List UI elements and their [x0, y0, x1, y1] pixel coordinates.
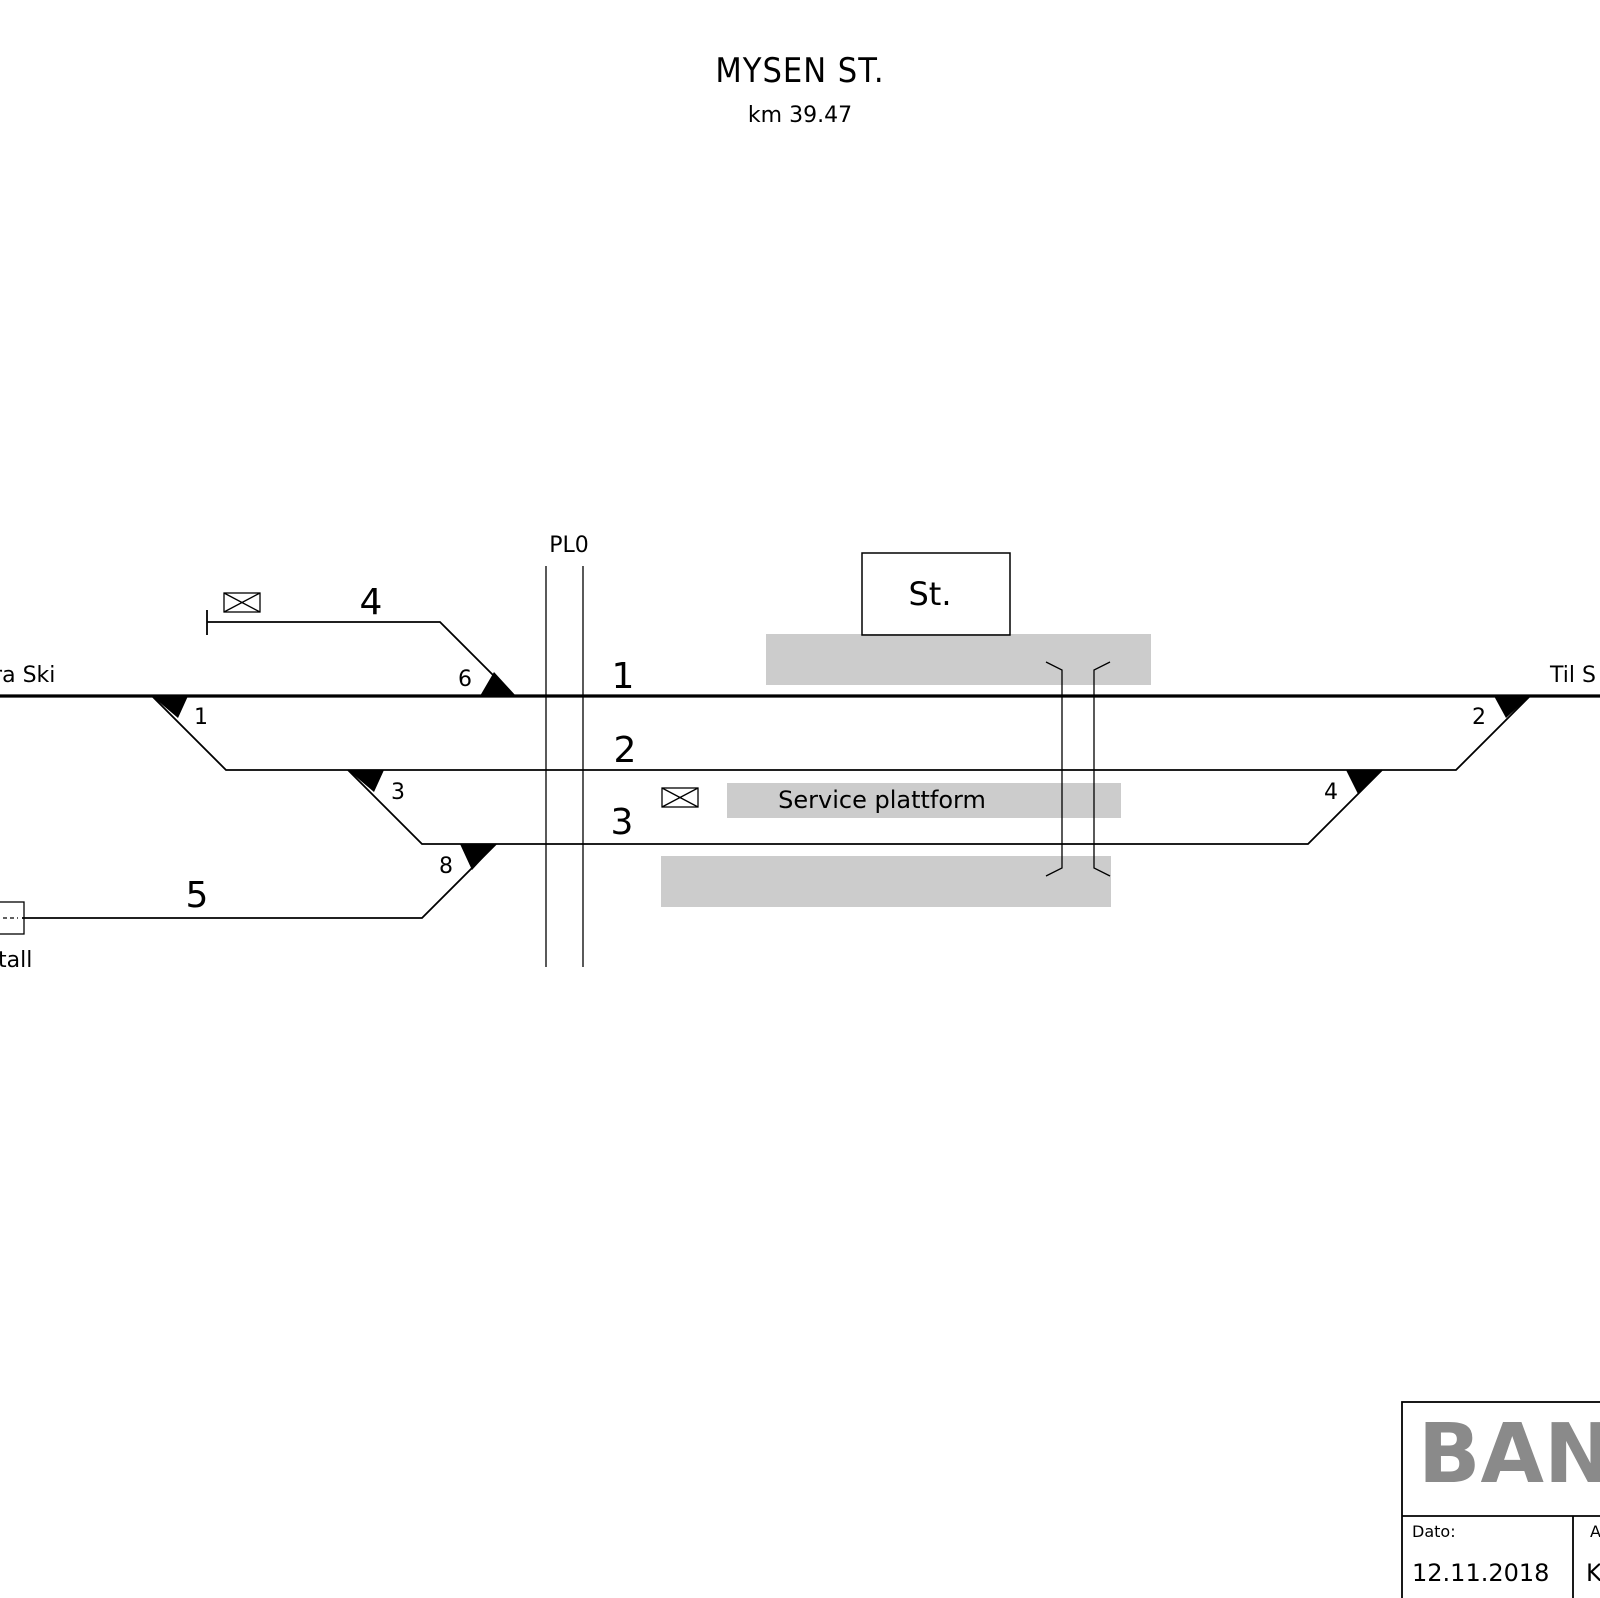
company-logo: BANE — [1418, 1407, 1600, 1502]
signal-box-track-3 — [661, 787, 699, 808]
station-km: km 39.47 — [748, 103, 852, 128]
to-right-label: Til S — [1549, 663, 1596, 688]
switch-8-marker — [460, 844, 496, 870]
platform-upper — [766, 634, 1151, 685]
switch-2-label: 2 — [1472, 705, 1486, 730]
switch-6-label: 6 — [458, 667, 472, 692]
date-label: Dato: — [1412, 1522, 1456, 1541]
switch-3-label: 3 — [391, 780, 405, 805]
switch-1-marker — [152, 696, 188, 718]
platform-service — [727, 783, 1121, 818]
switch-2-marker — [1494, 696, 1530, 718]
switch-6-marker — [480, 672, 516, 696]
switch-1-label: 1 — [194, 705, 208, 730]
platform-lower — [661, 856, 1111, 907]
track-3-label: 3 — [611, 802, 634, 843]
pl0-label: PL0 — [549, 533, 589, 558]
track-1-label: 1 — [612, 656, 635, 697]
stall-label: tall — [0, 948, 32, 973]
date-value: 12.11.2018 — [1412, 1559, 1549, 1587]
track-5-label: 5 — [186, 875, 209, 916]
station-building-label: St. — [908, 575, 951, 613]
title-block — [1401, 1401, 1600, 1598]
switch-8-label: 8 — [439, 854, 453, 879]
stall-box — [0, 901, 25, 935]
switch-4-label: 4 — [1324, 780, 1338, 805]
track-2 — [151, 695, 1531, 771]
track-5 — [22, 843, 497, 919]
second-field-value: K — [1586, 1559, 1600, 1587]
switch-3-marker — [348, 770, 384, 792]
switch-4-marker — [1346, 770, 1382, 794]
station-title: MYSEN ST. — [715, 51, 884, 91]
track-4-label: 4 — [360, 582, 383, 623]
track-2-label: 2 — [614, 730, 637, 771]
signal-box-track-4 — [223, 592, 261, 613]
track-3 — [347, 769, 1383, 845]
station-building — [861, 552, 1011, 636]
footbridge-symbol — [1045, 661, 1111, 877]
from-ski-label: Fra Ski — [0, 663, 55, 688]
track-4 — [207, 621, 515, 697]
second-field-label: A — [1590, 1522, 1600, 1541]
service-platform-label: Service plattform — [778, 786, 986, 814]
